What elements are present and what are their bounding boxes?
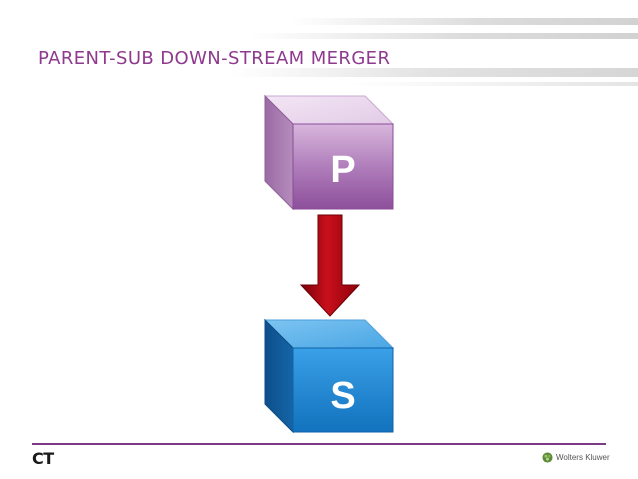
header-stripe xyxy=(230,68,638,77)
parent-cube xyxy=(263,94,395,211)
subsidiary-cube xyxy=(263,318,395,434)
header-stripe xyxy=(350,82,638,86)
wolters-kluwer-text: Wolters Kluwer xyxy=(556,452,610,462)
merger-arrow xyxy=(299,214,361,317)
subsidiary-label: S xyxy=(330,375,355,417)
subsidiary-cube-front xyxy=(292,347,394,433)
down-arrow-shape xyxy=(299,214,361,317)
header-stripe xyxy=(250,33,638,39)
ct-logo: CT xyxy=(32,449,54,468)
wolters-kluwer-logo: Wolters Kluwer xyxy=(542,450,610,464)
footer-divider xyxy=(32,443,606,445)
wolters-kluwer-icon xyxy=(542,451,553,463)
slide-title: PARENT-SUB DOWN-STREAM MERGER xyxy=(38,48,391,69)
parent-label: P xyxy=(330,149,355,191)
header-stripe xyxy=(290,18,638,25)
parent-cube-front xyxy=(292,123,394,210)
